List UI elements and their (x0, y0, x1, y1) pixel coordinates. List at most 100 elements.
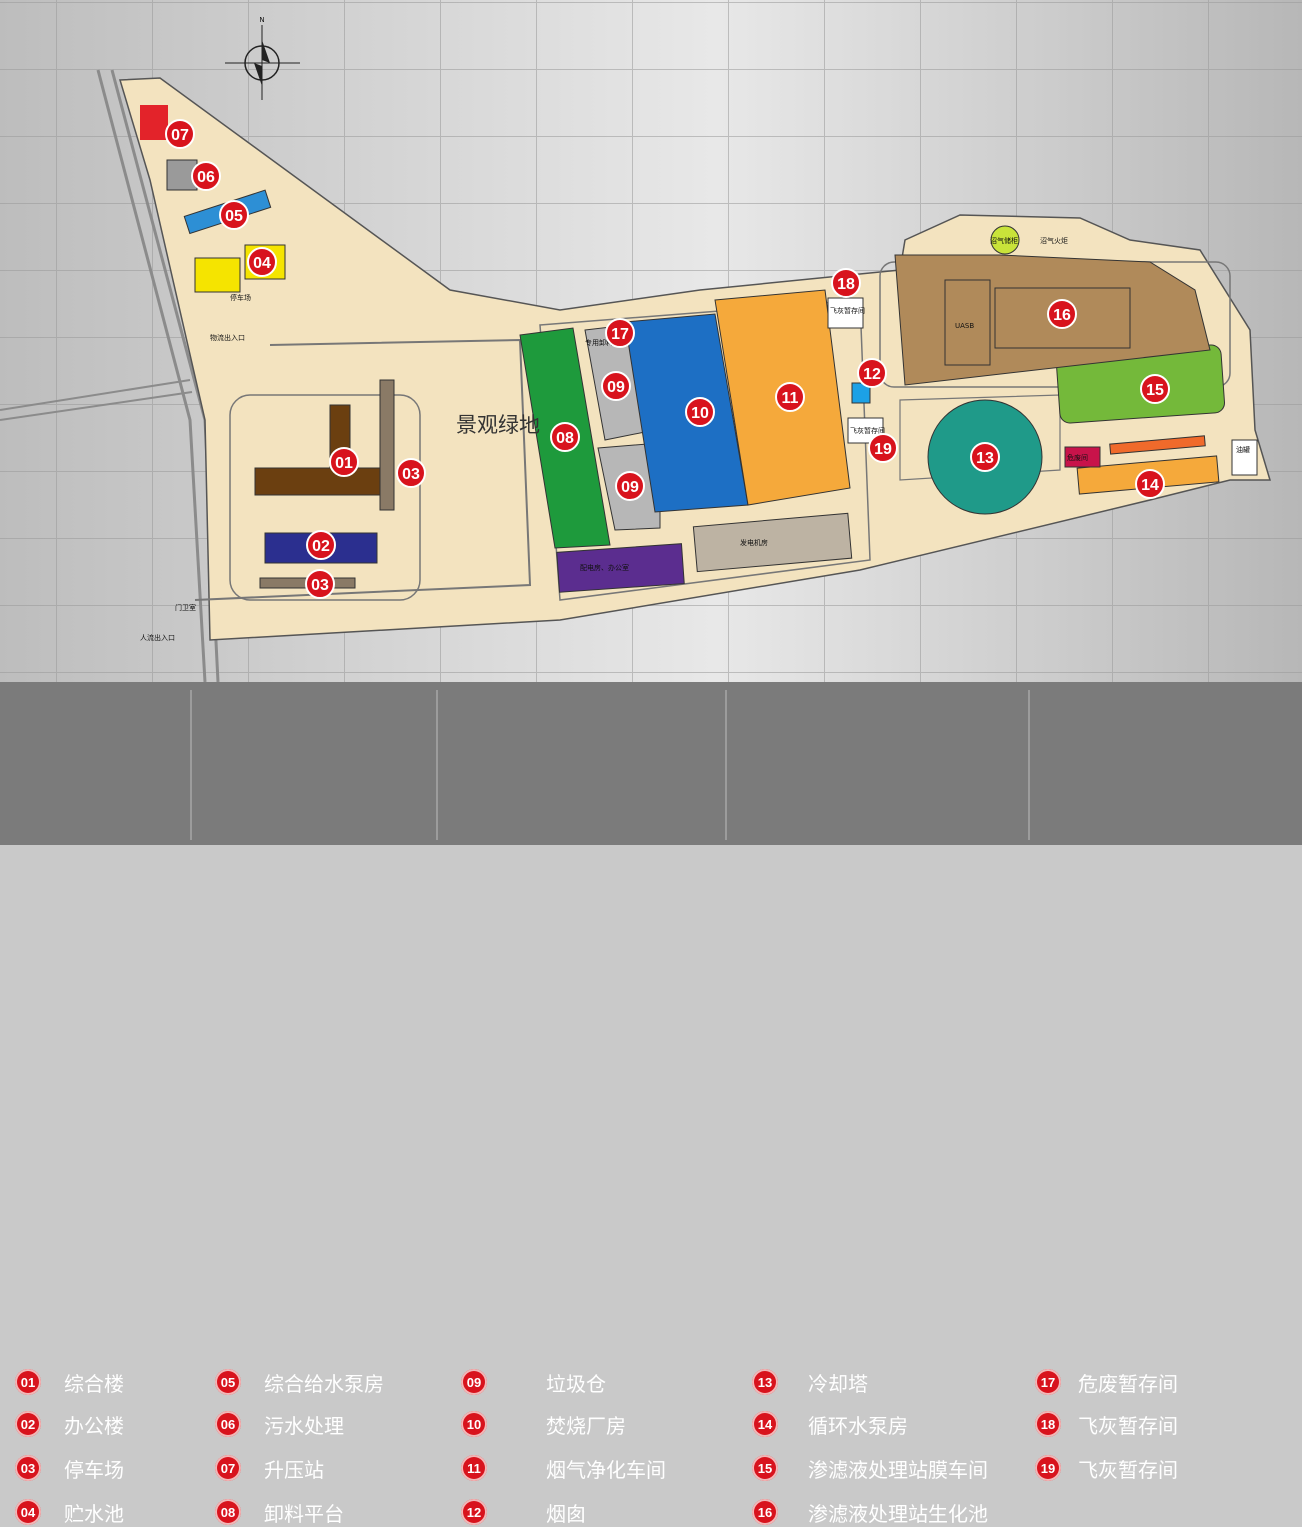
legend-label: 飞灰暂存间 (1078, 1457, 1178, 1482)
legend-label: 卸料平台 (264, 1501, 344, 1526)
map-marker-16: 16 (1047, 299, 1077, 329)
marker-number: 10 (691, 405, 709, 422)
legend-badge: 15 (752, 1455, 778, 1481)
map-marker-13: 13 (970, 442, 1000, 472)
marker-circle (868, 433, 898, 463)
map-marker-17: 17 (605, 318, 635, 348)
building-18 (827, 297, 864, 329)
map-marker-09: 09 (615, 471, 645, 501)
marker-number: 11 (782, 390, 799, 407)
legend-label: 烟囱 (546, 1501, 586, 1526)
marker-number: 08 (556, 430, 574, 447)
marker-number: 16 (1053, 307, 1071, 324)
legend-badge: 05 (215, 1369, 241, 1395)
map-marker-02: 02 (306, 530, 336, 560)
landscape-label: 景观绿地 (456, 413, 540, 437)
marker-number: 17 (611, 326, 629, 343)
map-marker-01: 01 (329, 447, 359, 477)
legend-badge: 11 (461, 1455, 487, 1481)
marker-number: 09 (621, 479, 639, 496)
oil-tank (1231, 439, 1258, 476)
map-marker-12: 12 (857, 358, 887, 388)
legend-badge: 08 (215, 1499, 241, 1525)
legend-label: 污水处理 (264, 1413, 344, 1438)
marker-circle (605, 318, 635, 348)
marker-circle (1135, 469, 1165, 499)
map-marker-08: 08 (550, 422, 580, 452)
marker-number: 06 (197, 169, 215, 186)
marker-circle (970, 442, 1000, 472)
marker-number: 01 (335, 455, 353, 472)
map-marker-14: 14 (1135, 469, 1165, 499)
oil-label: 油罐 (1236, 445, 1250, 454)
logistics-label: 物流出入口 (210, 333, 245, 342)
legend-item-11: 11 烟气净化车间 (461, 1453, 666, 1483)
biogas-holder (990, 225, 1020, 255)
marker-number: 07 (171, 127, 189, 144)
map-markers: 0102030304050607080909101112131415161718… (165, 119, 1170, 599)
legend-label: 循环水泵房 (808, 1413, 908, 1438)
uasb-tank (944, 279, 991, 366)
map-marker-07: 07 (165, 119, 195, 149)
legend-label: 贮水池 (64, 1501, 124, 1526)
admin-loop-road (229, 394, 421, 601)
map-marker-03: 03 (396, 458, 426, 488)
fly-ash-18-label: 飞灰暂存间 (830, 306, 865, 315)
legend-label: 烟气净化车间 (546, 1457, 666, 1482)
legend-badge: 09 (461, 1369, 487, 1395)
road-west (96, 69, 207, 682)
office-block (556, 543, 685, 593)
legend-divider (436, 690, 438, 840)
marker-number: 13 (976, 450, 994, 467)
parking-03-east (379, 379, 395, 511)
legend-label: 渗滤液处理站生化池 (808, 1501, 988, 1526)
marker-circle (1047, 299, 1077, 329)
marker-number: 14 (1141, 477, 1159, 494)
legend-badge: 14 (752, 1411, 778, 1437)
map-marker-11: 11 (775, 382, 805, 412)
marker-circle (191, 161, 221, 191)
legend-item-16: 16 渗滤液处理站生化池 (752, 1497, 988, 1527)
marker-circle (396, 458, 426, 488)
legend-divider (725, 690, 727, 840)
marker-circle (247, 247, 277, 277)
map-marker-04: 04 (247, 247, 277, 277)
building-07 (140, 105, 168, 140)
marker-circle (685, 397, 715, 427)
entrance-people-label: 人流出入口 (140, 633, 175, 642)
biogas-label: 沼气储柜 (990, 236, 1018, 245)
north-arrow: N (225, 16, 300, 100)
marker-number: 05 (225, 208, 243, 225)
biogas-torch-label: 沼气火炬 (1040, 236, 1068, 245)
cooling-road (899, 394, 1061, 481)
legend-badge: 07 (215, 1455, 241, 1481)
marker-number: 02 (312, 538, 330, 555)
legend-badge: 16 (752, 1499, 778, 1525)
building-14-aux (1109, 435, 1206, 455)
map-marker-05: 05 (219, 200, 249, 230)
unload-dock-label: 专用卸料平台 (585, 338, 627, 347)
marker-circle (306, 530, 336, 560)
legend-badge: 02 (15, 1411, 41, 1437)
fly-ash-19-label: 飞灰暂存间 (850, 426, 885, 435)
hazard-label: 危废间 (1067, 453, 1088, 462)
map-marker-19: 19 (868, 433, 898, 463)
gate-label: 门卫室 (175, 603, 196, 612)
inner-road (194, 338, 532, 601)
marker-circle (305, 569, 335, 599)
generator-block (692, 512, 853, 573)
marker-number: 04 (253, 255, 271, 272)
parking-small-label: 停车场 (230, 293, 251, 302)
